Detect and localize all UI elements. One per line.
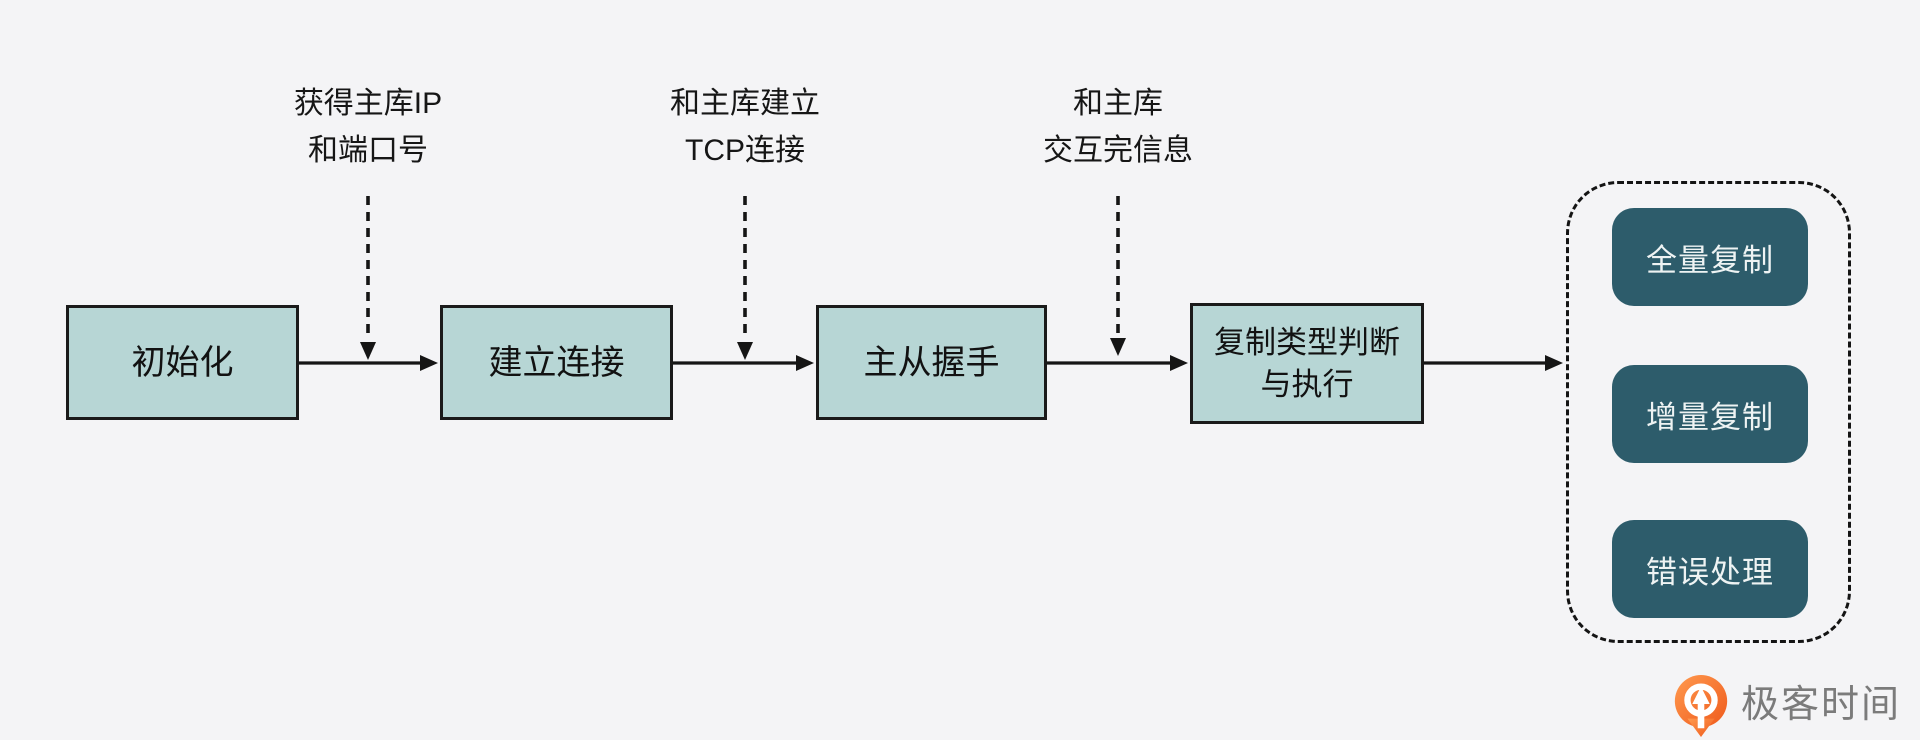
flow-box-handshake: 主从握手 (816, 305, 1047, 420)
branch-group-container: 全量复制 增量复制 错误处理 (1566, 181, 1851, 643)
arrow-connect-to-handshake-head (796, 355, 814, 371)
dashed-arrow-tcp-connect-head (737, 342, 753, 360)
flow-box-replication-type: 复制类型判断 与执行 (1190, 303, 1424, 424)
brand-logo: 极客时间 (1670, 672, 1901, 738)
dashed-arrow-exchange-info-head (1110, 338, 1126, 356)
flow-box-init: 初始化 (66, 305, 299, 420)
arrow-init-to-connect-head (420, 355, 438, 371)
arrow-replication-to-branches-head (1545, 355, 1563, 371)
annotation-exchange-info: 和主库 交互完信息 (1043, 87, 1193, 167)
branch-error-handling: 错误处理 (1612, 520, 1808, 618)
geektime-pin-icon (1674, 674, 1728, 737)
branch-incremental-replication: 增量复制 (1612, 365, 1808, 463)
branch-full-replication: 全量复制 (1612, 208, 1808, 306)
annotation-tcp-connect: 和主库建立 TCP连接 (670, 87, 820, 167)
annotation-get-master-ip: 获得主库IP 和端口号 (293, 87, 443, 167)
brand-name: 极客时间 (1741, 684, 1902, 726)
dashed-arrow-get-master-ip-head (360, 342, 376, 360)
flow-box-connect: 建立连接 (440, 305, 673, 420)
arrow-handshake-to-replication-head (1170, 355, 1188, 371)
